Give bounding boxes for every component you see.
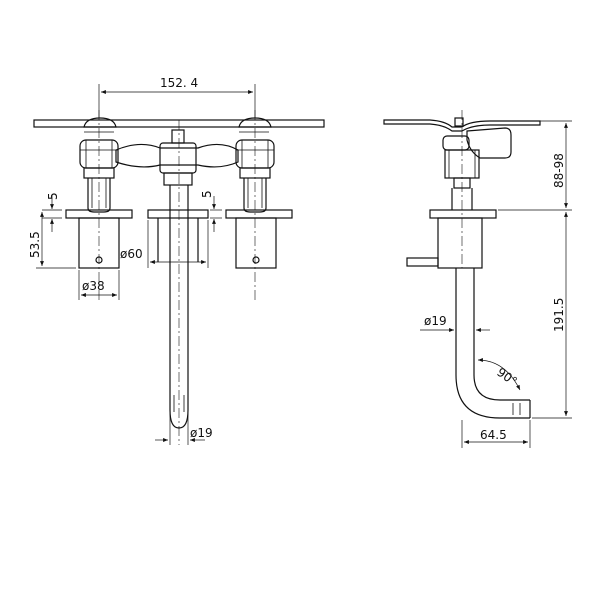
dim-body-diameter: ø60: [120, 220, 209, 268]
dim-offset-left-label: 5: [46, 192, 60, 200]
dim-height: 53.5: [28, 212, 76, 269]
dim-reach: 64.5: [461, 420, 531, 448]
side-body: [437, 217, 483, 269]
dim-reach-label: 64.5: [480, 428, 507, 442]
front-spout: [169, 120, 189, 445]
side-spout-inner: [473, 268, 530, 401]
right-handle-screw: [252, 256, 260, 264]
dim-spout-diameter-front-label: ø19: [190, 426, 213, 440]
dim-depth-label: 191.5: [552, 298, 566, 332]
dim-depth: 191.5: [532, 212, 572, 419]
dim-bend-angle: 90°: [477, 358, 521, 391]
dim-spout-diameter-side-label: ø19: [424, 314, 447, 328]
dim-spout-diameter-side: ø19: [420, 314, 490, 332]
side-plate: [383, 119, 541, 132]
side-lever: [466, 127, 512, 159]
dim-handle-diameter-label: ø38: [82, 279, 105, 293]
dim-centers: 152. 4: [98, 76, 256, 118]
right-valve: [225, 110, 293, 300]
dim-body-diameter-label: ø60: [120, 247, 143, 261]
left-valve: [65, 110, 133, 300]
front-bridge: [115, 129, 239, 262]
dim-offset-right: 5: [200, 190, 222, 232]
side-spout-outer: [455, 268, 530, 419]
dim-handle-diameter: ø38: [78, 270, 120, 300]
dim-spout-diameter-front: ø19: [155, 412, 213, 445]
side-handle-stub: [406, 257, 439, 267]
dim-bend-angle-label: 90°: [494, 365, 519, 389]
dim-lever-range-label: 88-98: [552, 153, 566, 188]
side-flange: [429, 209, 497, 219]
front-view: 152. 4 5 53.5 ø38 ø60: [28, 76, 325, 445]
dim-offset-right-label: 5: [200, 190, 214, 198]
side-view: 88-98 191.5 ø19 90° 64.5: [383, 110, 572, 448]
dim-height-label: 53.5: [28, 231, 42, 258]
right-handle-body: [235, 217, 277, 269]
dim-lever-range: 88-98: [498, 120, 572, 211]
dim-offset-left: 5: [42, 192, 62, 232]
dim-centers-label: 152. 4: [160, 76, 198, 90]
